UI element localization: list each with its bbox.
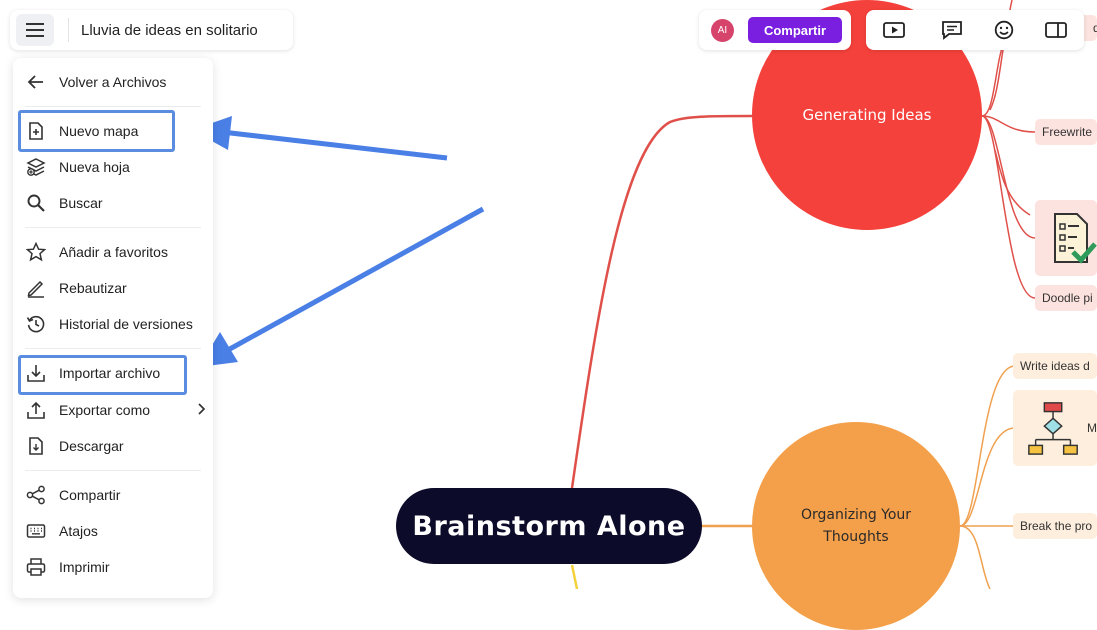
- menu-item-share[interactable]: Compartir: [21, 480, 205, 510]
- menu-item-label: Volver a Archivos: [59, 74, 167, 90]
- export-icon: [25, 399, 47, 421]
- menu-item-label: Compartir: [59, 487, 121, 503]
- highlight-new-map: [18, 110, 175, 152]
- connector-generating-doodle: [981, 115, 1036, 299]
- checklist-icon: [1054, 213, 1097, 264]
- annotation-arrow-import: [199, 206, 485, 367]
- branch-label: Organizing Your Thoughts: [800, 506, 912, 545]
- menu-item-label: Descargar: [59, 438, 124, 454]
- new-sheet-icon: [25, 156, 47, 178]
- menu-item-shortcuts[interactable]: Atajos: [21, 516, 205, 546]
- subnode-flowchart[interactable]: M: [1013, 390, 1097, 466]
- menu-item-download[interactable]: Descargar: [21, 431, 205, 461]
- sidebar-icon: [1045, 22, 1067, 38]
- menu-item-label: Imprimir: [59, 559, 110, 575]
- emoji-button[interactable]: [991, 18, 1017, 42]
- subnode-label: d: [1093, 21, 1097, 35]
- menu-item-print[interactable]: Imprimir: [21, 552, 205, 582]
- share-button[interactable]: Compartir: [748, 17, 842, 43]
- menu-item-export-as[interactable]: Exportar como: [21, 395, 207, 425]
- title-bar: Lluvia de ideas en solitario: [10, 10, 293, 50]
- subnode-image-checklist[interactable]: [1035, 200, 1097, 276]
- share-toolbar: AI Compartir: [699, 10, 851, 50]
- subnode-doodle[interactable]: Doodle pi: [1035, 285, 1097, 311]
- avatar[interactable]: AI: [711, 19, 734, 42]
- menu-item-label: Atajos: [59, 523, 98, 539]
- menu-separator: [25, 470, 201, 471]
- flowchart-icon: [1028, 402, 1078, 455]
- menu-item-version-history[interactable]: Historial de versiones: [21, 309, 205, 339]
- menu-item-label: Rebautizar: [59, 280, 127, 296]
- menu-item-new-map[interactable]: Nuevo mapa: [21, 116, 205, 146]
- subnode-label: Freewrite: [1042, 125, 1093, 139]
- menu-item-label: Exportar como: [59, 402, 151, 418]
- history-icon: [25, 313, 47, 335]
- search-icon: [25, 192, 47, 214]
- share-button-label: Compartir: [763, 22, 827, 38]
- menu-item-back-to-files[interactable]: Volver a Archivos: [21, 67, 205, 97]
- download-icon: [25, 435, 47, 457]
- menu-button[interactable]: [16, 14, 54, 46]
- menu-item-search[interactable]: Buscar: [21, 188, 205, 218]
- connector-organizing-bottom: [959, 525, 991, 589]
- presentation-button[interactable]: [881, 18, 907, 42]
- share-icon: [25, 484, 47, 506]
- menu-item-label: Historial de versiones: [59, 316, 193, 332]
- subnode-label: Doodle pi: [1042, 291, 1093, 305]
- comment-icon: [942, 21, 962, 40]
- connector-generating-image: [981, 115, 1036, 239]
- menu-item-new-sheet[interactable]: Nueva hoja: [21, 152, 205, 182]
- branch-node-organizing[interactable]: Organizing Your Thoughts: [752, 422, 960, 630]
- menu-item-label: Nueva hoja: [59, 159, 130, 175]
- highlight-import-file: [18, 355, 187, 395]
- connector-organizing-diagram: [959, 427, 1016, 527]
- new-map-icon: [25, 120, 47, 142]
- menu-item-import-file[interactable]: Importar archivo: [21, 358, 205, 388]
- title-divider: [68, 18, 69, 42]
- file-menu: Volver a Archivos Nuevo mapa Nueva hoja …: [13, 58, 213, 598]
- central-node[interactable]: Brainstorm Alone: [396, 488, 702, 564]
- view-toolbar: [866, 10, 1084, 50]
- comments-button[interactable]: [939, 18, 965, 42]
- connector-generating-freewrite: [981, 115, 1036, 133]
- subnode-write-ideas[interactable]: Write ideas d: [1013, 353, 1097, 379]
- hamburger-icon: [26, 23, 44, 37]
- avatar-initials: AI: [717, 25, 728, 36]
- menu-item-rename[interactable]: Rebautizar: [21, 273, 205, 303]
- menu-item-label: Añadir a favoritos: [59, 244, 168, 260]
- subnode-label: Break the pro: [1020, 519, 1093, 533]
- import-icon: [25, 362, 47, 384]
- pencil-icon: [25, 277, 47, 299]
- document-title[interactable]: Lluvia de ideas en solitario: [81, 21, 258, 39]
- central-label: Brainstorm Alone: [412, 510, 686, 542]
- menu-item-label: Importar archivo: [59, 365, 161, 381]
- menu-separator: [25, 106, 201, 107]
- annotation-arrow-new-map: [192, 116, 448, 161]
- menu-separator: [25, 348, 201, 349]
- connector-generating-extra2: [994, 149, 1031, 216]
- connector-central-generating: [570, 114, 753, 489]
- menu-item-label: Buscar: [59, 195, 103, 211]
- star-icon: [25, 241, 47, 263]
- arrow-left-icon: [25, 71, 47, 93]
- menu-item-label: Nuevo mapa: [59, 123, 139, 139]
- connector-organizing-write: [959, 365, 1016, 527]
- menu-separator: [25, 227, 201, 228]
- branch-label: Generating Ideas: [802, 106, 932, 124]
- chevron-right-icon: [197, 402, 207, 419]
- presentation-icon: [883, 22, 905, 38]
- subnode-label: Write ideas d: [1020, 359, 1090, 373]
- printer-icon: [25, 556, 47, 578]
- keyboard-icon: [25, 520, 47, 542]
- subnode-freewrite[interactable]: Freewrite: [1035, 119, 1097, 145]
- subnode-break[interactable]: Break the pro: [1013, 513, 1097, 539]
- connector-central-yellow: [570, 564, 579, 589]
- subnode-label: M: [1087, 421, 1097, 435]
- menu-item-favorites[interactable]: Añadir a favoritos: [21, 237, 205, 267]
- sidebar-toggle-button[interactable]: [1043, 18, 1069, 42]
- emoji-icon: [994, 20, 1014, 40]
